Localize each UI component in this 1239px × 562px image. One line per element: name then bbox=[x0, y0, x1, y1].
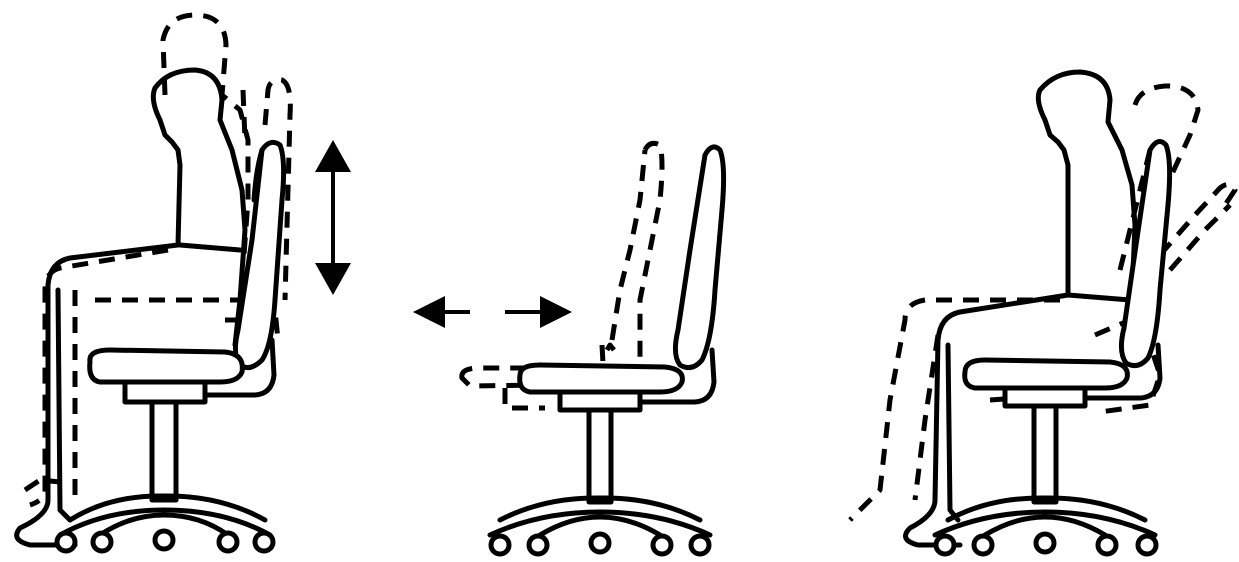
chair-base bbox=[935, 498, 1156, 554]
double-arrow-vertical-icon bbox=[315, 140, 351, 295]
seat-cushion bbox=[965, 360, 1128, 388]
chair-base bbox=[490, 498, 710, 554]
seated-person bbox=[906, 72, 1136, 545]
seat-mechanism bbox=[560, 392, 640, 410]
forward-backrest-outline bbox=[602, 143, 662, 400]
seat-cushion bbox=[90, 350, 243, 382]
backrest bbox=[675, 147, 723, 368]
seat-cushion bbox=[520, 365, 683, 392]
panel-backrest-recline bbox=[850, 72, 1235, 554]
seat-mechanism bbox=[125, 382, 205, 402]
panel-seat-height bbox=[17, 15, 351, 551]
gas-column bbox=[152, 402, 176, 500]
seated-person bbox=[17, 70, 245, 545]
gas-column bbox=[589, 410, 611, 502]
double-arrow-horizontal-icon bbox=[413, 296, 572, 328]
gas-column bbox=[1034, 406, 1056, 502]
chair-base bbox=[57, 496, 273, 551]
seat-mechanism bbox=[1005, 388, 1085, 406]
panel-seat-depth bbox=[413, 143, 724, 554]
